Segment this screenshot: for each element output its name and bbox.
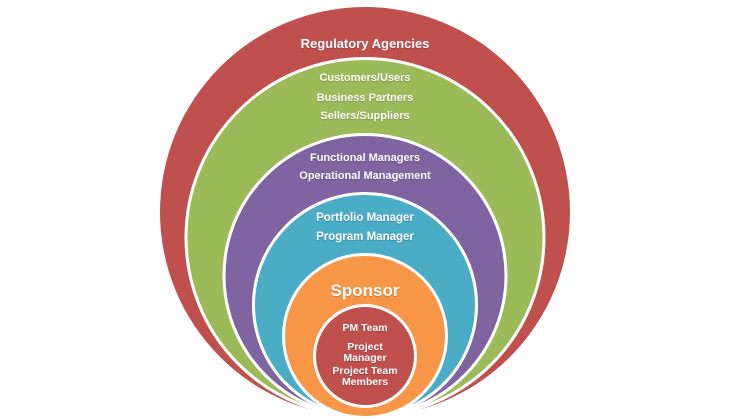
label-project-team-members-line2: Members bbox=[341, 376, 389, 388]
label-regulatory-agencies: Regulatory Agencies bbox=[300, 36, 430, 51]
label-functional-managers: Functional Managers bbox=[309, 152, 421, 164]
label-business-partners: Business Partners bbox=[316, 92, 414, 104]
label-customers-users: Customers/Users bbox=[319, 72, 411, 84]
label-sponsor: Sponsor bbox=[330, 281, 400, 300]
label-project-team-members-line1: Project Team bbox=[332, 365, 398, 377]
label-project-manager-line2: Manager bbox=[343, 352, 387, 364]
label-portfolio-manager: Portfolio Manager bbox=[316, 212, 414, 224]
label-sellers-suppliers: Sellers/Suppliers bbox=[320, 110, 410, 122]
label-pm-team: PM Team bbox=[342, 322, 388, 334]
label-project-manager-line1: Project bbox=[347, 341, 383, 353]
ring-project-core bbox=[313, 304, 417, 408]
label-operational-management: Operational Management bbox=[299, 170, 431, 182]
label-program-manager: Program Manager bbox=[316, 231, 414, 243]
